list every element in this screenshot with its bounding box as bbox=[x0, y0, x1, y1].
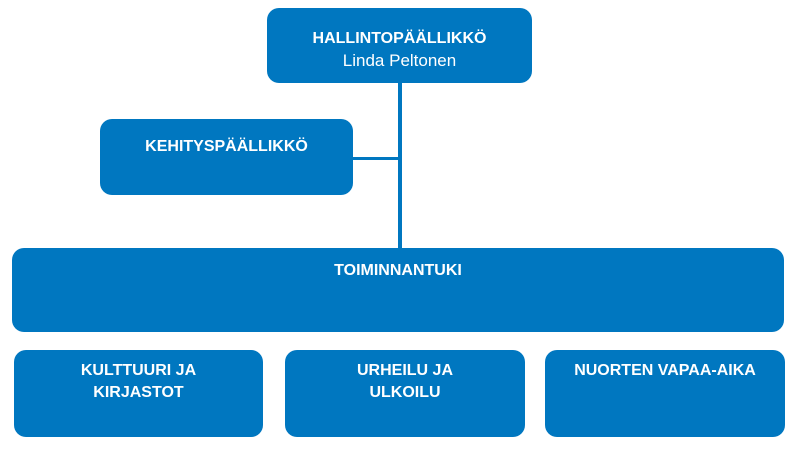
node-kulttuuri-ja-kirjastot[interactable]: KULTTUURI JA KIRJASTOT bbox=[14, 350, 263, 437]
node-nuorten-vapaa-aika[interactable]: NUORTEN VAPAA-AIKA bbox=[545, 350, 785, 437]
node-title-line2: ULKOILU bbox=[369, 384, 441, 401]
node-person-name: Linda Peltonen bbox=[342, 51, 457, 70]
node-kehityspaallikko[interactable]: KEHITYSPÄÄLLIKKÖ bbox=[100, 119, 353, 195]
node-toiminnantuki[interactable]: TOIMINNANTUKI bbox=[12, 248, 784, 332]
node-title-line2: KIRJASTOT bbox=[93, 384, 184, 401]
node-hallintopaallikko[interactable]: HALLINTOPÄÄLLIKKÖ Linda Peltonen bbox=[267, 8, 532, 83]
node-title: KEHITYSPÄÄLLIKKÖ bbox=[145, 138, 308, 155]
node-urheilu-ja-ulkoilu[interactable]: URHEILU JA ULKOILU bbox=[285, 350, 525, 437]
connector-vertical bbox=[398, 82, 402, 250]
connector-staff bbox=[352, 157, 400, 160]
node-title: HALLINTOPÄÄLLIKKÖ bbox=[312, 30, 487, 47]
node-title-line1: KULTTUURI JA bbox=[80, 362, 197, 379]
node-title-line1: URHEILU JA bbox=[356, 362, 453, 379]
node-title-line1: NUORTEN VAPAA-AIKA bbox=[574, 362, 756, 379]
node-title: TOIMINNANTUKI bbox=[334, 262, 462, 279]
